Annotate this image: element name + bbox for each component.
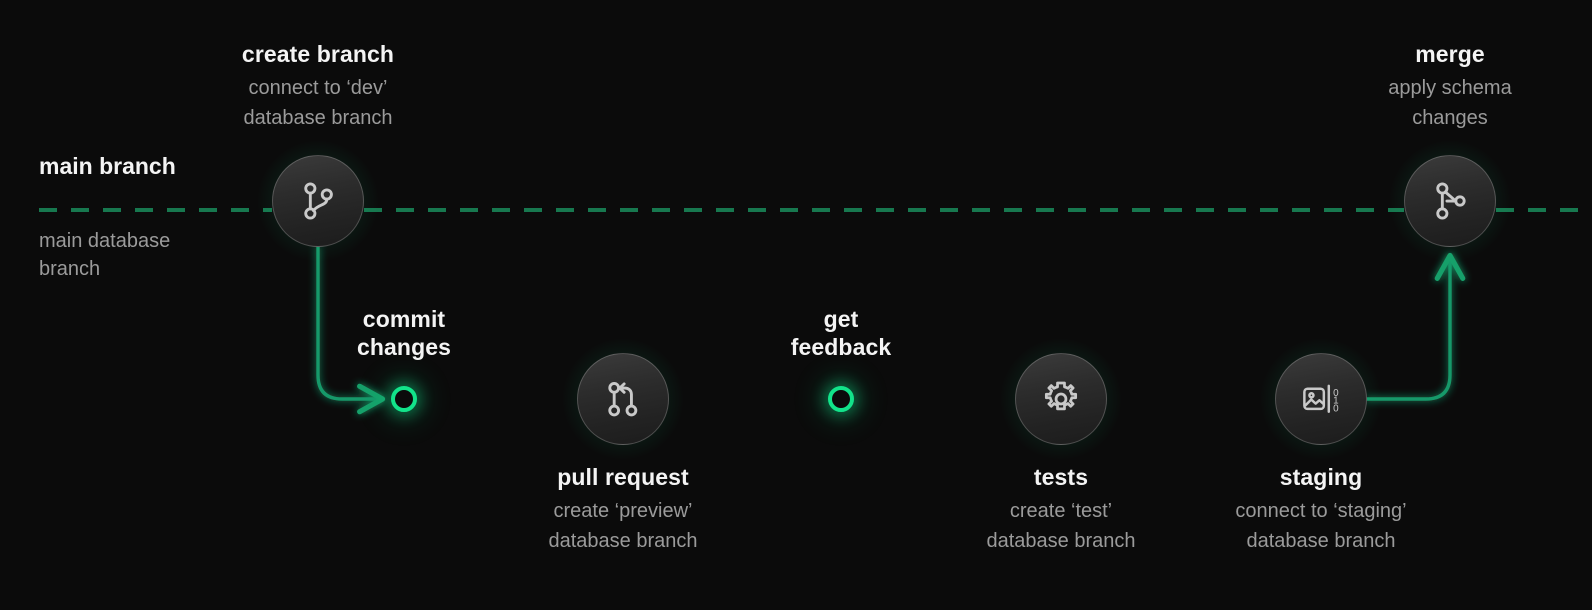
create-branch-sub-line1: connect to ‘dev’: [248, 77, 388, 100]
merge-subtitle: apply schema changes: [1256, 73, 1592, 133]
feature-line-staging-to-merge: [1365, 252, 1466, 401]
staging-digit-1-middle: 1: [1333, 396, 1339, 407]
pull-request-title: pull request: [557, 464, 689, 490]
tests-sub-line2: database branch: [986, 530, 1136, 553]
main-database-axis-text-line1: main database: [39, 230, 171, 252]
gear-icon: [1039, 377, 1083, 421]
create-branch-subtitle: connect to ‘dev’ database branch: [118, 73, 518, 133]
main-branch-axis-text: main branch: [39, 153, 176, 179]
node-pull-request[interactable]: [577, 353, 669, 445]
create-branch-sub-line2: database branch: [243, 107, 393, 130]
create-branch-title: create branch: [241, 41, 395, 67]
pull-request-subtitle: create ‘preview’ database branch: [483, 496, 763, 556]
pull-request-label: pull request create ‘preview’ database b…: [483, 463, 763, 556]
tests-subtitle: create ‘test’ database branch: [931, 496, 1191, 556]
node-commit-changes[interactable]: [391, 386, 417, 412]
node-merge[interactable]: [1404, 155, 1496, 247]
staging-digit-0-top: 0: [1333, 388, 1339, 399]
staging-digit-0-bottom: 0: [1333, 403, 1339, 414]
git-pull-request-icon: [600, 376, 646, 422]
tests-sub-line1: create ‘test’: [1009, 500, 1113, 523]
tests-title: tests: [1033, 464, 1089, 490]
git-merge-icon: [1427, 178, 1473, 224]
merge-title: merge: [1415, 41, 1485, 67]
node-get-feedback[interactable]: [828, 386, 854, 412]
commit-changes-title: commit: [362, 306, 446, 332]
merge-label: merge apply schema changes: [1256, 40, 1592, 133]
main-database-axis-label: main database branch: [39, 227, 170, 284]
commit-changes-title-line2: changes: [356, 334, 451, 361]
staging-label: staging connect to ‘staging’ database br…: [1181, 463, 1461, 556]
node-create-branch[interactable]: [272, 155, 364, 247]
tests-label: tests create ‘test’ database branch: [931, 463, 1191, 556]
get-feedback-label: get feedback: [721, 305, 961, 361]
commit-changes-label: commit changes: [284, 305, 524, 361]
get-feedback-title-line2: feedback: [790, 334, 892, 361]
get-feedback-title: get: [823, 306, 859, 332]
git-branch-icon: [295, 178, 341, 224]
staging-subtitle: connect to ‘staging’ database branch: [1181, 496, 1461, 556]
staging-sub-line2: database branch: [1246, 530, 1396, 553]
node-staging[interactable]: 0 1 0: [1275, 353, 1367, 445]
main-branch-axis-label: main branch: [39, 150, 176, 183]
main-database-axis-text-line2: branch: [39, 258, 101, 281]
pull-request-sub-line1: create ‘preview’: [553, 500, 693, 523]
pull-request-sub-line2: database branch: [548, 530, 698, 553]
create-branch-label: create branch connect to ‘dev’ database …: [118, 40, 518, 133]
image-binary-icon: 0 1 0: [1298, 376, 1344, 422]
merge-sub-line1: apply schema: [1388, 77, 1512, 100]
staging-title: staging: [1279, 464, 1363, 490]
staging-sub-line1: connect to ‘staging’: [1235, 500, 1407, 523]
node-tests[interactable]: [1015, 353, 1107, 445]
merge-sub-line2: changes: [1412, 107, 1488, 130]
